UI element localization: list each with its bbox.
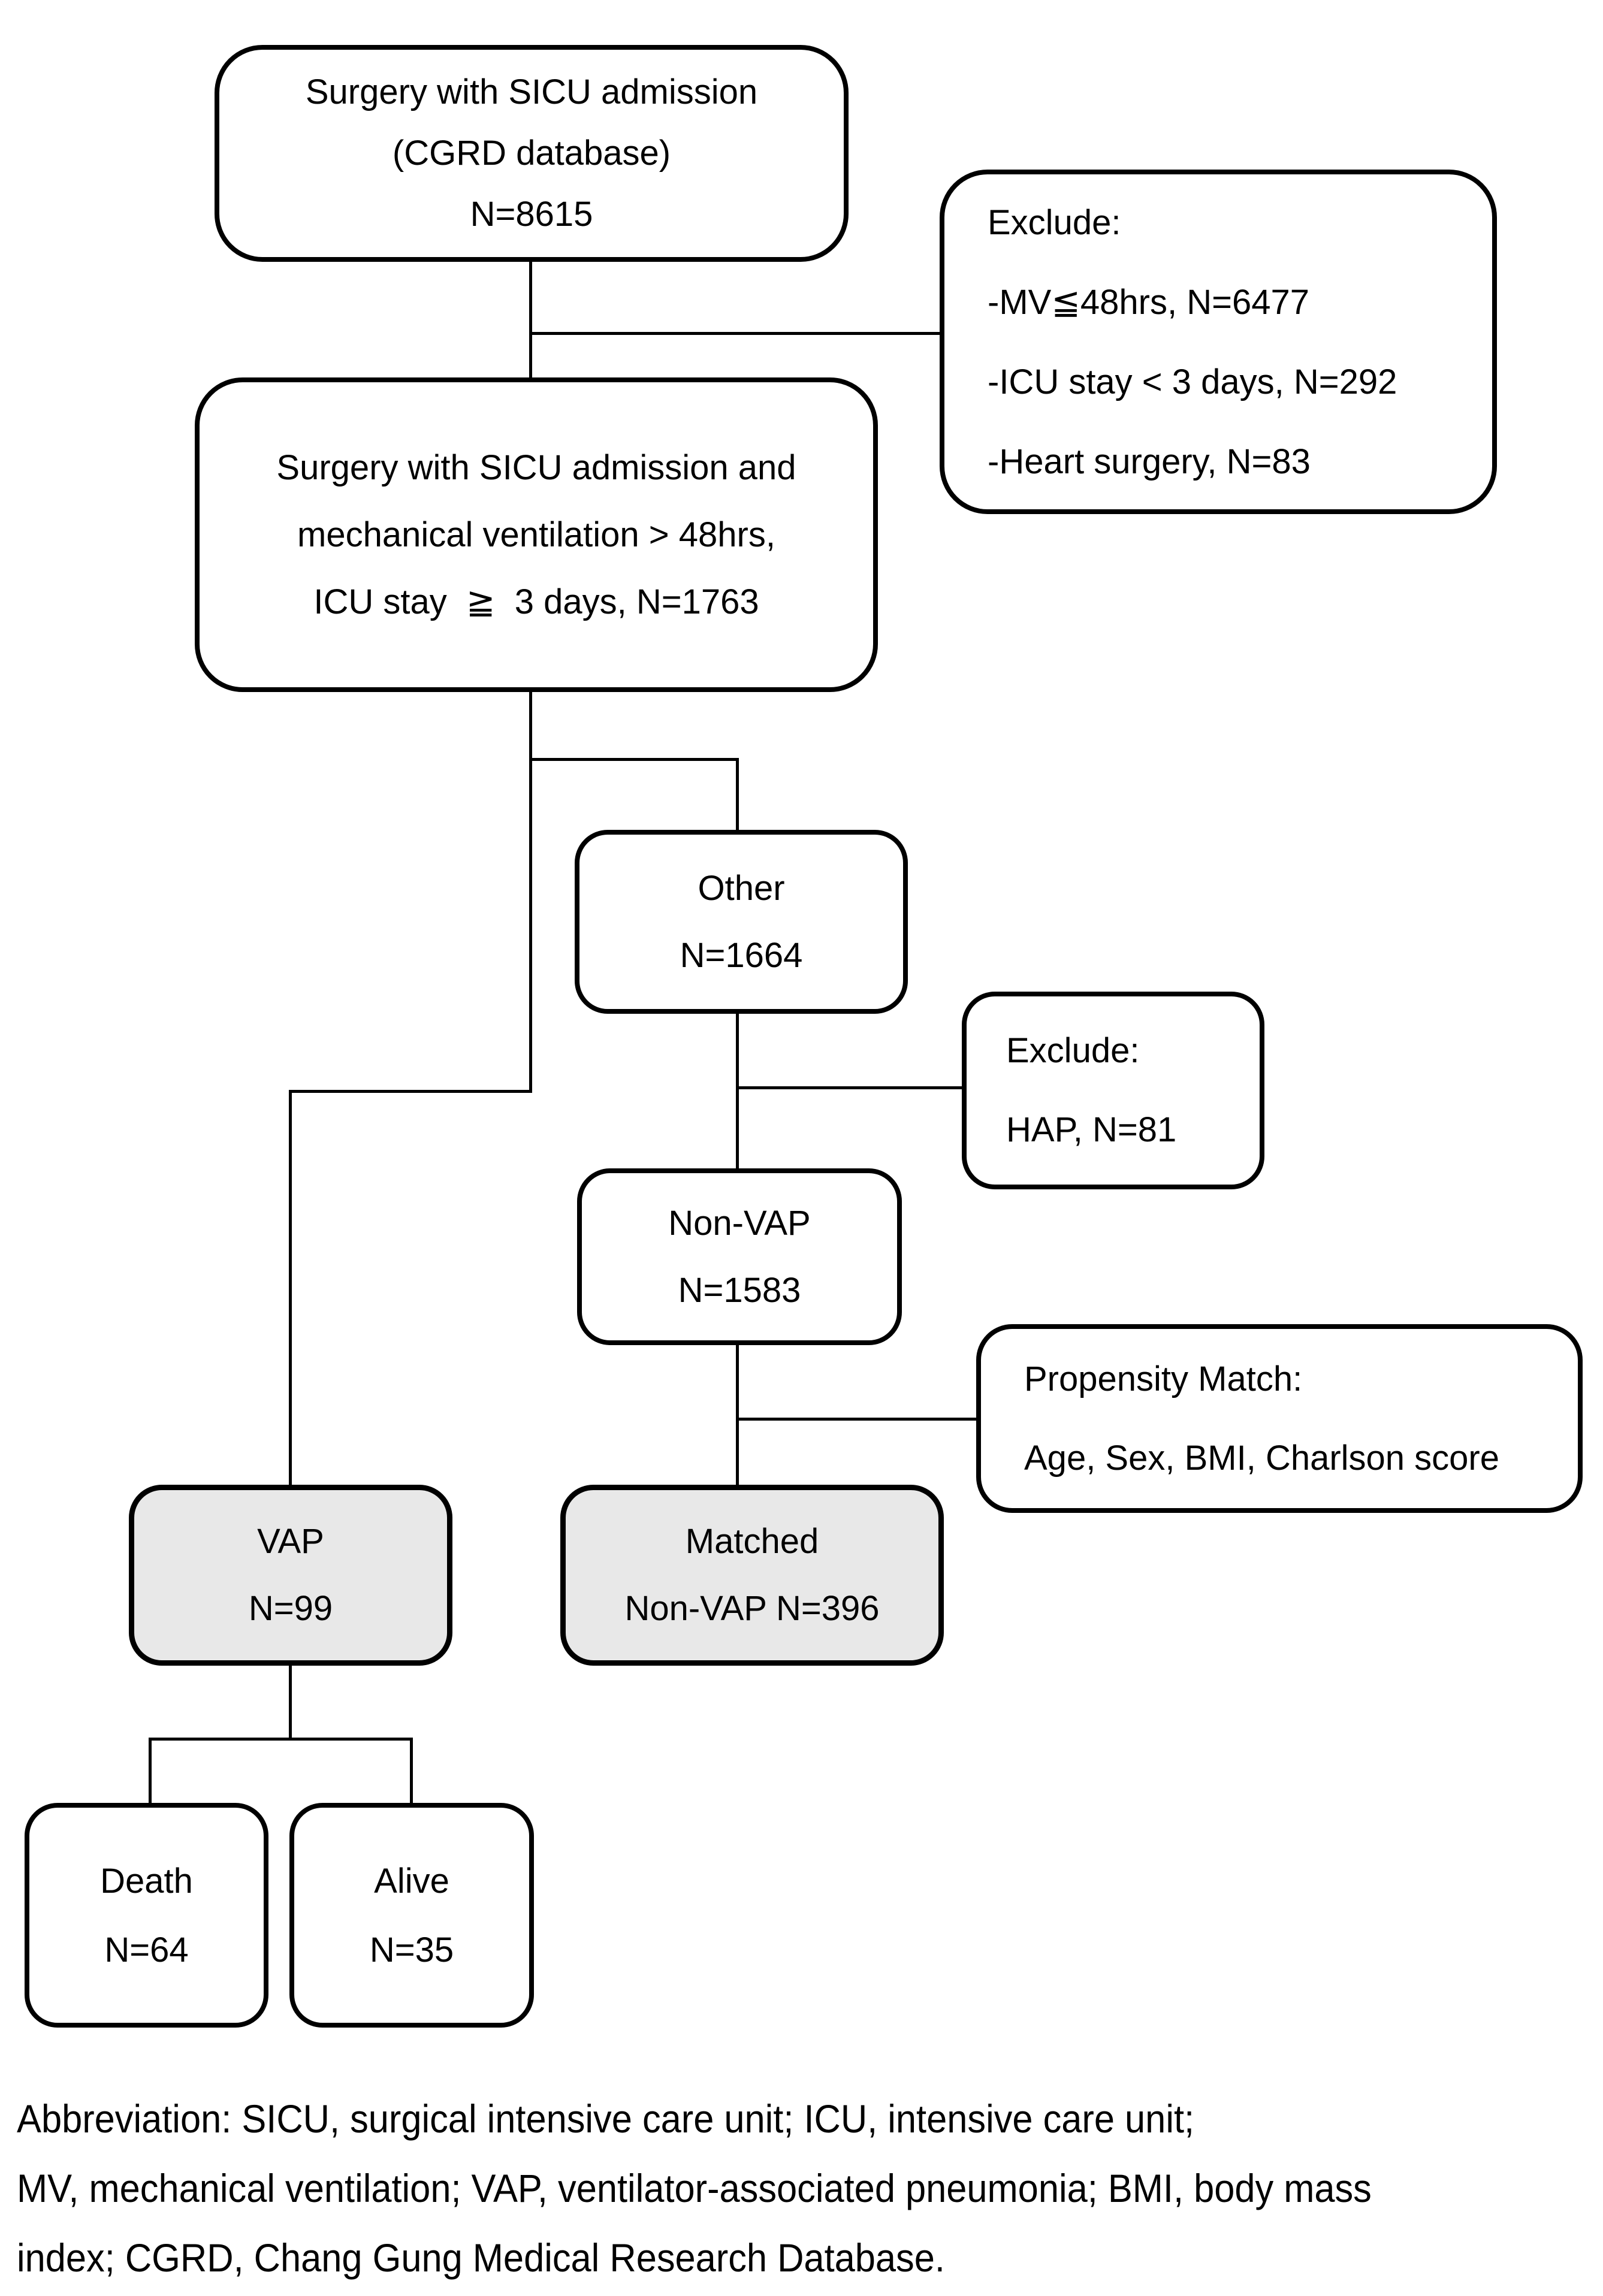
connector-other-to-nonvap — [736, 1013, 739, 1170]
flow-box-exclude-hap: Exclude: HAP, N=81 — [962, 992, 1264, 1189]
connector-branch-vap — [289, 1090, 532, 1093]
flow-box-matched-non-vap: Matched Non-VAP N=396 — [560, 1485, 944, 1666]
box-text-line: Non-VAP — [668, 1203, 811, 1243]
connector-branch-other — [529, 758, 738, 761]
box-text-line: ICU stay ≧ 3 days, N=1763 — [313, 582, 759, 621]
box-text-line: N=99 — [248, 1589, 333, 1628]
box-text-line: Surgery with SICU admission — [305, 72, 758, 111]
flow-box-vap: VAP N=99 — [129, 1485, 452, 1666]
abbreviation-footnote: Abbreviation: SICU, surgical intensive c… — [17, 2084, 1372, 2292]
box-text-line: Exclude: — [1006, 1031, 1140, 1070]
connector-branch-exclude-hap — [736, 1086, 964, 1089]
box-text-line: Alive — [374, 1861, 449, 1901]
box-text-line: N=8615 — [470, 195, 593, 234]
connector-drop-vap — [289, 1090, 292, 1487]
box-text-line: (CGRD database) — [392, 134, 671, 173]
connector-branch-exclude-top — [529, 332, 941, 335]
connector-drop-alive — [410, 1738, 413, 1805]
box-text-line: Death — [100, 1861, 193, 1901]
box-text-line: HAP, N=81 — [1006, 1110, 1177, 1149]
box-text-line: Propensity Match: — [1024, 1359, 1303, 1398]
box-text-line: Non-VAP N=396 — [624, 1589, 880, 1628]
box-text-line: Age, Sex, BMI, Charlson score — [1024, 1438, 1499, 1478]
box-text-line: Exclude: — [988, 203, 1121, 242]
box-text-line: Matched — [685, 1522, 819, 1561]
flow-box-non-vap: Non-VAP N=1583 — [577, 1168, 902, 1345]
connector-source-to-cohort — [529, 262, 532, 379]
footnote-line: index; CGRD, Chang Gung Medical Research… — [17, 2235, 945, 2280]
box-text-line: N=64 — [104, 1930, 189, 1969]
box-text-line: N=1664 — [680, 935, 803, 975]
box-text-line: mechanical ventilation > 48hrs, — [297, 515, 775, 554]
connector-nonvap-to-matched — [736, 1344, 739, 1487]
box-text-line: Surgery with SICU admission and — [276, 448, 796, 487]
connector-cohort-spine — [529, 692, 532, 1093]
connector-drop-other — [736, 758, 739, 833]
flow-box-other: Other N=1664 — [575, 830, 908, 1014]
box-text-line: N=35 — [369, 1930, 454, 1969]
footnote-line: Abbreviation: SICU, surgical intensive c… — [17, 2096, 1195, 2141]
box-text-line: -MV≦48hrs, N=6477 — [988, 282, 1310, 322]
connector-drop-death — [149, 1738, 152, 1805]
box-text-line: N=1583 — [678, 1270, 801, 1310]
flow-box-alive: Alive N=35 — [289, 1803, 534, 2028]
connector-outcome-tee — [149, 1738, 412, 1741]
flow-box-source: Surgery with SICU admission (CGRD databa… — [215, 45, 849, 262]
flow-box-propensity: Propensity Match: Age, Sex, BMI, Charlso… — [976, 1324, 1583, 1513]
connector-vap-to-outcomes — [289, 1664, 292, 1740]
footnote-line: MV, mechanical ventilation; VAP, ventila… — [17, 2166, 1372, 2210]
box-text-line: -ICU stay < 3 days, N=292 — [988, 362, 1397, 401]
flow-box-exclude-top: Exclude: -MV≦48hrs, N=6477 -ICU stay < 3… — [940, 170, 1497, 514]
flow-box-death: Death N=64 — [25, 1803, 268, 2028]
flow-box-cohort: Surgery with SICU admission and mechanic… — [195, 377, 878, 692]
connector-branch-propensity — [736, 1418, 978, 1421]
box-text-line: -Heart surgery, N=83 — [988, 442, 1311, 481]
box-text-line: Other — [698, 868, 785, 908]
box-text-line: VAP — [257, 1522, 324, 1561]
